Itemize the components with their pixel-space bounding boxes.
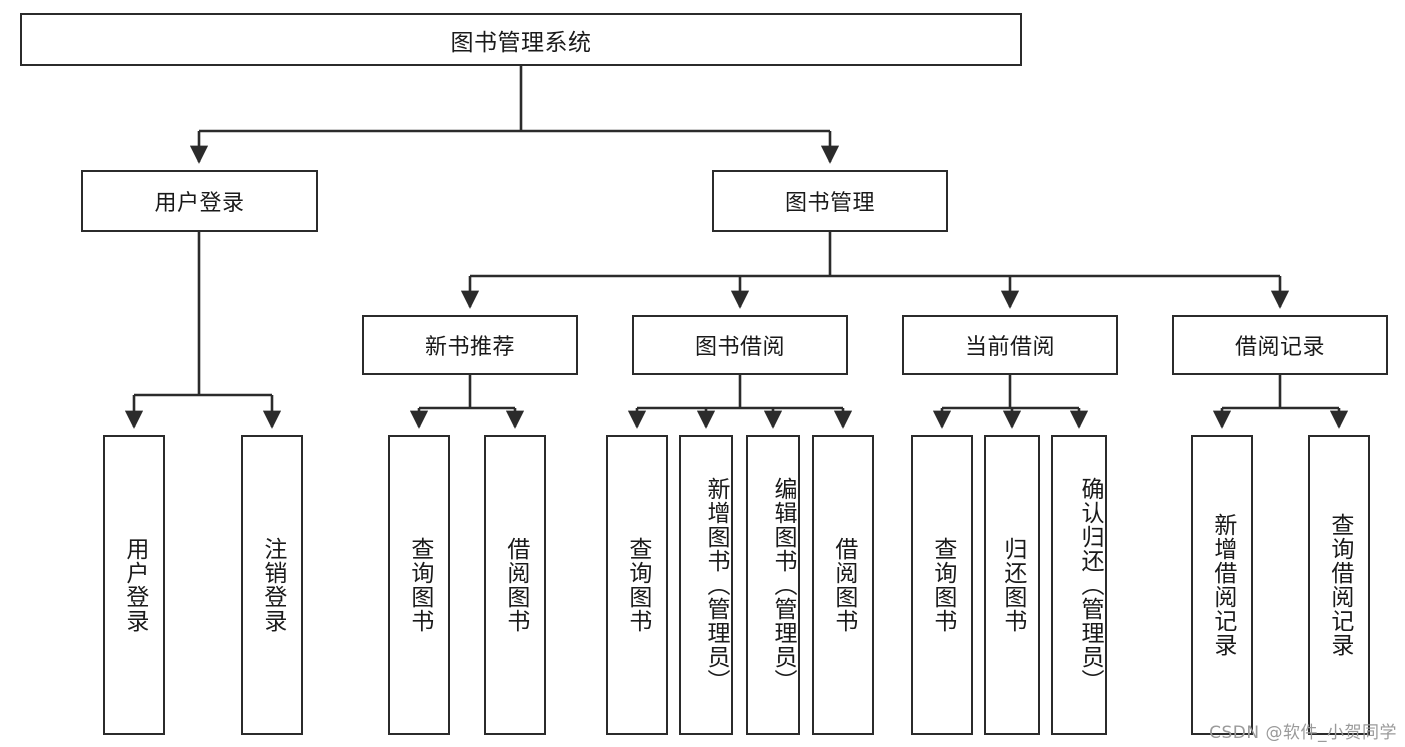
node-new-book-rec-label: 新书推荐 [424, 335, 515, 360]
node-leaf-confirm-return[interactable]: 确认归还（管理员） [1051, 435, 1107, 735]
node-leaf-query-book-3[interactable]: 查询图书 [911, 435, 973, 735]
node-leaf-user-login[interactable]: 用户登录 [103, 435, 165, 735]
node-leaf-borrow-book-2[interactable]: 借阅图书 [812, 435, 874, 735]
node-book-borrow-label: 图书借阅 [694, 335, 785, 360]
node-leaf-query-book-2-label: 查询图书 [624, 537, 651, 633]
node-leaf-edit-book[interactable]: 编辑图书（管理员） [746, 435, 800, 735]
node-leaf-query-record-label: 查询借阅记录 [1326, 513, 1353, 657]
node-borrow-record[interactable]: 借阅记录 [1172, 315, 1388, 375]
node-leaf-query-record[interactable]: 查询借阅记录 [1308, 435, 1370, 735]
node-leaf-query-book-1[interactable]: 查询图书 [388, 435, 450, 735]
watermark-text: CSDN @软件_小贺同学 [1209, 723, 1397, 743]
node-leaf-user-login-label: 用户登录 [121, 537, 148, 633]
node-root-label: 图书管理系统 [450, 29, 592, 56]
node-book-manage-label: 图书管理 [784, 191, 875, 216]
node-leaf-borrow-book-2-label: 借阅图书 [830, 537, 857, 633]
node-book-borrow[interactable]: 图书借阅 [632, 315, 848, 375]
node-user-login[interactable]: 用户登录 [81, 170, 318, 232]
node-leaf-query-book-3-label: 查询图书 [929, 537, 956, 633]
node-leaf-query-book-2[interactable]: 查询图书 [606, 435, 668, 735]
node-leaf-query-book-1-label: 查询图书 [406, 537, 433, 633]
node-leaf-return-book[interactable]: 归还图书 [984, 435, 1040, 735]
node-leaf-borrow-book-1[interactable]: 借阅图书 [484, 435, 546, 735]
node-leaf-add-book-label: 新增图书（管理员） [703, 477, 729, 693]
node-book-manage[interactable]: 图书管理 [712, 170, 948, 232]
node-leaf-logout[interactable]: 注销登录 [241, 435, 303, 735]
node-leaf-borrow-book-1-label: 借阅图书 [502, 537, 529, 633]
node-new-book-rec[interactable]: 新书推荐 [362, 315, 578, 375]
node-current-borrow[interactable]: 当前借阅 [902, 315, 1118, 375]
node-leaf-add-book[interactable]: 新增图书（管理员） [679, 435, 733, 735]
node-leaf-confirm-return-label: 确认归还（管理员） [1077, 477, 1103, 693]
node-leaf-add-record[interactable]: 新增借阅记录 [1191, 435, 1253, 735]
node-current-borrow-label: 当前借阅 [964, 335, 1055, 360]
node-user-login-label: 用户登录 [154, 191, 245, 216]
node-leaf-add-record-label: 新增借阅记录 [1209, 513, 1236, 657]
node-leaf-edit-book-label: 编辑图书（管理员） [770, 477, 796, 693]
node-leaf-return-book-label: 归还图书 [999, 537, 1026, 633]
node-borrow-record-label: 借阅记录 [1234, 335, 1325, 360]
node-root[interactable]: 图书管理系统 [20, 13, 1022, 66]
node-leaf-logout-label: 注销登录 [259, 537, 286, 633]
